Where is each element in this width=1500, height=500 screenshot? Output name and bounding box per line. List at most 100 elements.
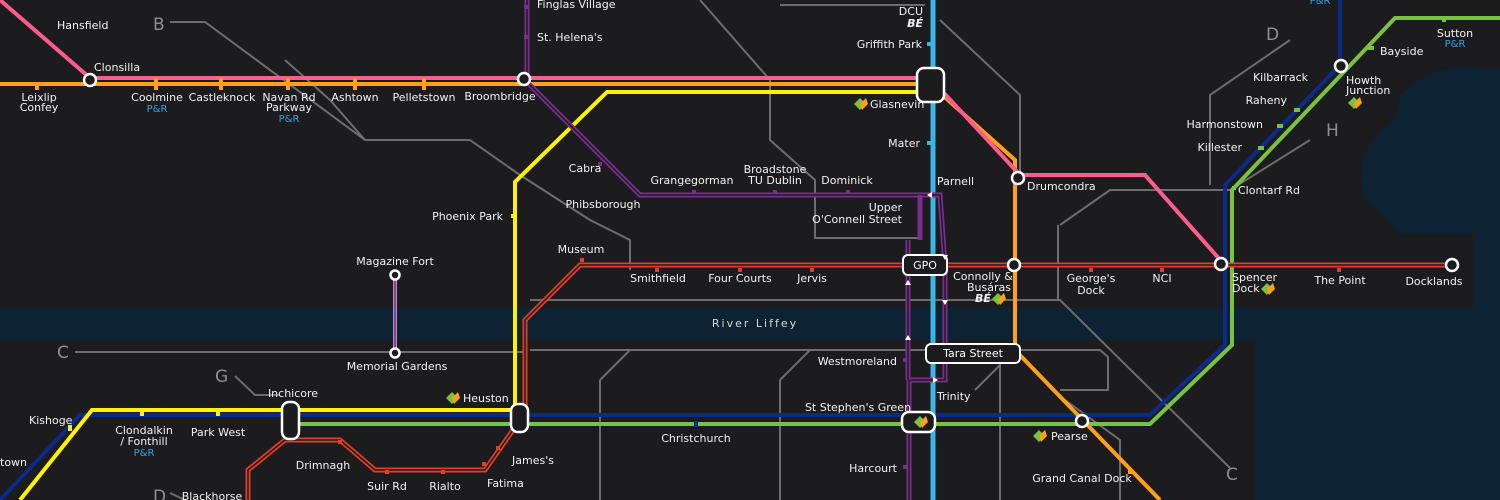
inchicore-interchange[interactable] — [280, 400, 301, 441]
station-castleknock[interactable]: Castleknock — [189, 91, 256, 104]
station-georges-dock[interactable]: George's — [1067, 272, 1116, 285]
station-clontarf-rd[interactable]: Clontarf Rd — [1238, 184, 1300, 197]
station-jamess[interactable]: James's — [511, 454, 554, 467]
station-sutton[interactable]: Sutton — [1437, 27, 1473, 40]
station-westmoreland[interactable]: Westmoreland — [818, 355, 897, 368]
station-grand-canal-dock[interactable]: Grand Canal Dock — [1032, 472, 1132, 485]
station-mater[interactable]: Mater — [888, 137, 920, 150]
station-glasnevin[interactable]: Glasnevin — [870, 98, 924, 111]
svg-text:Dock: Dock — [1232, 282, 1260, 295]
station-connolly-busaras[interactable]: Connolly & — [953, 270, 1013, 283]
station-drumcondra[interactable]: Drumcondra — [1027, 180, 1096, 193]
hub-gpo[interactable]: GPO — [902, 254, 948, 276]
station-heuston[interactable]: Heuston — [463, 392, 509, 405]
bus-route-c-east — [530, 299, 1231, 469]
station-kilbarrack[interactable]: Kilbarrack — [1253, 71, 1309, 84]
station-inchicore[interactable]: Inchicore — [268, 387, 318, 400]
station-hansfield[interactable]: Hansfield — [57, 19, 108, 32]
station-harmonstown[interactable]: Harmonstown — [1186, 118, 1263, 131]
station-four-courts[interactable]: Four Courts — [708, 272, 772, 285]
station-finglas-village[interactable]: Finglas Village — [537, 0, 616, 11]
hub-tara-street[interactable]: Tara Street — [925, 343, 1021, 364]
station-broadstone[interactable]: Broadstone — [744, 163, 807, 176]
station-town-fragment[interactable]: town — [0, 456, 27, 469]
station-suir-rd[interactable]: Suir Rd — [367, 480, 407, 493]
station-parnell[interactable]: Parnell — [937, 175, 974, 188]
station-griffith-park[interactable]: Griffith Park — [857, 38, 923, 51]
station-park-west[interactable]: Park West — [191, 426, 246, 439]
gpo-box — [902, 254, 948, 276]
station-grangegorman[interactable]: Grangegorman — [651, 174, 734, 187]
station-dcu[interactable]: DCU — [899, 5, 923, 18]
station-pelletstown[interactable]: Pelletstown — [393, 91, 456, 104]
station-drimnagh[interactable]: Drimnagh — [296, 459, 350, 472]
station-ticks — [35, 5, 1446, 474]
station-ashtown[interactable]: Ashtown — [331, 91, 378, 104]
station-phibsborough[interactable]: Phibsborough — [565, 198, 640, 211]
station-jervis[interactable]: Jervis — [796, 272, 827, 285]
station-bayside[interactable]: Bayside — [1380, 45, 1424, 58]
docklands-interchange[interactable] — [1444, 257, 1460, 273]
station-howth-junction[interactable]: Howth — [1346, 74, 1381, 87]
station-rialto[interactable]: Rialto — [429, 480, 461, 493]
station-raheny[interactable]: Raheny — [1246, 94, 1288, 107]
pearse-interchange[interactable] — [1074, 413, 1090, 429]
station-cabra[interactable]: Cabra — [569, 162, 602, 175]
bus-route-south-3 — [974, 362, 1001, 500]
station-kishoge[interactable]: Kishoge — [29, 414, 73, 427]
navy-line — [0, 0, 1342, 500]
station-st-stephens-green[interactable]: St Stephen's Green — [805, 401, 911, 414]
connolly-interchange[interactable] — [1006, 257, 1022, 273]
station-museum[interactable]: Museum — [558, 243, 605, 256]
station-christchurch[interactable]: Christchurch — [661, 432, 731, 445]
howth-junction-interchange[interactable] — [1333, 58, 1349, 74]
clonsilla-interchange[interactable] — [82, 72, 98, 88]
direction-arrows — [905, 192, 948, 383]
magazine-fort-stop[interactable] — [389, 269, 401, 281]
spencer-dock-interchange[interactable] — [1213, 256, 1229, 272]
route-letter-h: H — [1326, 121, 1339, 141]
station-docklands[interactable]: Docklands — [1405, 275, 1462, 288]
station-st-helenas[interactable]: St. Helena's — [537, 31, 603, 44]
bus-route-south-1 — [599, 349, 631, 500]
glasnevin-interchange[interactable] — [915, 66, 946, 104]
station-pearse[interactable]: Pearse — [1051, 430, 1088, 443]
svg-text:Busáras: Busáras — [967, 281, 1011, 294]
station-harcourt[interactable]: Harcourt — [849, 462, 898, 475]
station-navan-rd-parkway[interactable]: Navan Rd — [262, 91, 315, 104]
station-smithfield[interactable]: Smithfield — [630, 272, 686, 285]
station-clonsilla[interactable]: Clonsilla — [94, 61, 140, 74]
station-memorial-gardens[interactable]: Memorial Gardens — [347, 360, 448, 373]
broombridge-interchange[interactable] — [516, 71, 532, 87]
station-the-point[interactable]: The Point — [1313, 274, 1366, 287]
irish-rail-icon — [1261, 283, 1275, 295]
station-blackhorse[interactable]: Blackhorse — [182, 490, 243, 500]
tara-street-box — [925, 343, 1021, 364]
station-dominick[interactable]: Dominick — [821, 174, 873, 187]
park-and-ride-badge: P&R — [147, 104, 168, 115]
route-letter-c-east: C — [1226, 465, 1238, 485]
svg-text:TU Dublin: TU Dublin — [747, 174, 802, 187]
irish-rail-icon — [992, 293, 1006, 305]
station-coolmine[interactable]: Coolmine — [131, 91, 183, 104]
station-leixlip-confey[interactable]: Leixlip — [21, 91, 56, 104]
station-trinity[interactable]: Trinity — [936, 390, 971, 403]
station-magazine-fort[interactable]: Magazine Fort — [356, 255, 434, 268]
irish-rail-icon — [914, 416, 928, 428]
svg-text:O'Connell Street: O'Connell Street — [812, 213, 903, 226]
station-clondalkin-fonthill[interactable]: Clondalkin — [115, 424, 173, 437]
bus-route-d-west — [169, 492, 186, 500]
station-broombridge[interactable]: Broombridge — [464, 90, 536, 103]
heuston-interchange[interactable] — [509, 402, 530, 434]
station-spencer-dock[interactable]: Spencer — [1232, 271, 1278, 284]
svg-text:Confey: Confey — [20, 101, 59, 114]
station-nci[interactable]: NCI — [1152, 272, 1171, 285]
drumcondra-interchange[interactable] — [1010, 170, 1026, 186]
station-killester[interactable]: Killester — [1198, 141, 1243, 154]
station-phoenix-park[interactable]: Phoenix Park — [432, 210, 504, 223]
station-fatima[interactable]: Fatima — [487, 477, 524, 490]
river-liffey-label: River Liffey — [712, 317, 798, 330]
station-upper-oconnell[interactable]: Upper — [869, 201, 903, 214]
memorial-gardens-stop[interactable] — [389, 347, 401, 359]
